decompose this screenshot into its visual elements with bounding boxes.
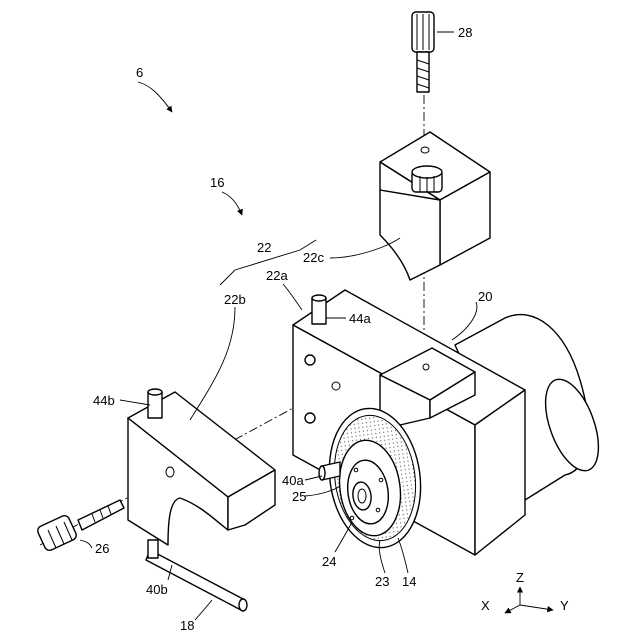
rod-40b: [146, 540, 247, 611]
screw-26: [36, 500, 124, 552]
coordinate-axes: Z X Y: [481, 570, 569, 613]
label-40a: 40a: [282, 473, 304, 488]
label-14: 14: [402, 574, 416, 589]
label-20: 20: [478, 289, 492, 304]
label-40b: 40b: [146, 582, 168, 597]
label-6: 6: [136, 65, 143, 80]
label-22b: 22b: [224, 292, 246, 307]
label-18: 18: [180, 618, 194, 633]
label-25: 25: [292, 489, 306, 504]
axis-z-label: Z: [516, 570, 524, 585]
label-28: 28: [458, 25, 472, 40]
label-23: 23: [375, 574, 389, 589]
label-44a: 44a: [349, 311, 371, 326]
label-16: 16: [210, 175, 224, 190]
label-22c: 22c: [303, 250, 324, 265]
label-22: 22: [257, 240, 271, 255]
post-44a: [312, 295, 326, 324]
label-24: 24: [322, 554, 336, 569]
thumb-screw-28: [412, 12, 434, 92]
label-44b: 44b: [93, 393, 115, 408]
post-44b: [148, 389, 162, 418]
knurled-knob: [412, 166, 442, 192]
label-22a: 22a: [266, 268, 288, 283]
clamp-block-22c: [380, 132, 490, 280]
axis-x-label: X: [481, 598, 490, 613]
label-26: 26: [95, 541, 109, 556]
axis-y-label: Y: [560, 598, 569, 613]
